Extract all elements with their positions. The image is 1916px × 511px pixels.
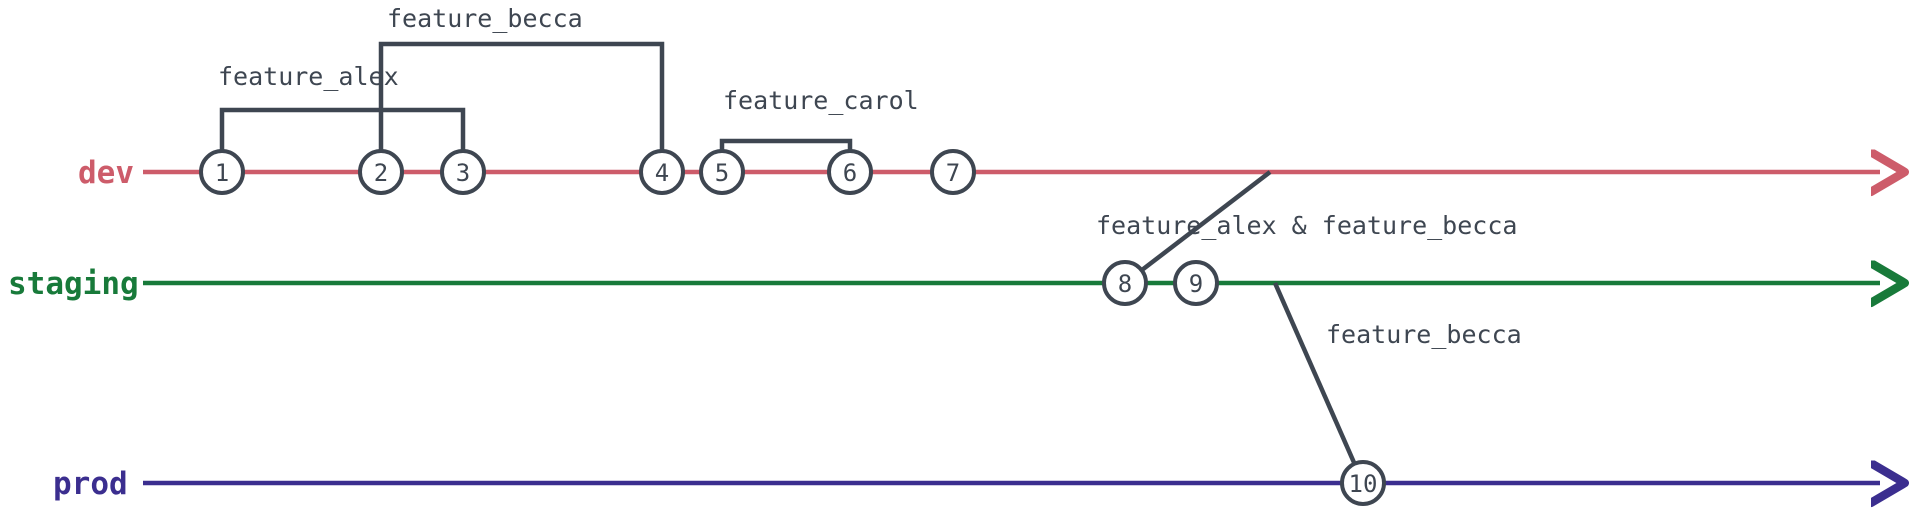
commit-node-6[interactable]: 6 xyxy=(827,149,873,195)
commit-circle xyxy=(1340,460,1386,506)
commit-circle xyxy=(358,149,404,195)
branch-label-staging: staging xyxy=(8,266,139,302)
commit-circle xyxy=(1173,260,1219,306)
commit-label: 3 xyxy=(456,159,470,187)
feature-labels-group: feature_alex feature_becca feature_carol xyxy=(218,4,919,115)
commit-node-5[interactable]: 5 xyxy=(699,149,745,195)
merge-line-staging-to-prod xyxy=(1272,282,1366,484)
branch-labels-group: dev staging prod xyxy=(8,155,139,502)
commit-node-1[interactable]: 1 xyxy=(199,149,245,195)
commit-node-7[interactable]: 7 xyxy=(930,149,976,195)
commit-node-4[interactable]: 4 xyxy=(639,149,685,195)
commit-node-9[interactable]: 9 xyxy=(1173,260,1219,306)
feature-bracket-alex xyxy=(219,107,466,172)
commit-circle xyxy=(699,149,745,195)
branch-lines-group xyxy=(143,172,1880,483)
commit-label: 5 xyxy=(715,159,729,187)
feature-bracket-becca xyxy=(378,41,665,172)
commit-circle xyxy=(199,149,245,195)
branch-label-dev: dev xyxy=(78,155,134,191)
commit-circle xyxy=(440,149,486,195)
commit-node-10[interactable]: 10 xyxy=(1340,460,1386,506)
commit-node-3[interactable]: 3 xyxy=(440,149,486,195)
branch-label-prod: prod xyxy=(53,466,128,502)
commit-label: 8 xyxy=(1118,270,1132,298)
commit-label: 2 xyxy=(374,159,388,187)
commit-node-2[interactable]: 2 xyxy=(358,149,404,195)
commit-label: 1 xyxy=(215,159,229,187)
commit-label: 10 xyxy=(1349,470,1378,498)
feature-label-carol: feature_carol xyxy=(723,86,919,115)
merge-labels-group: feature_alex & feature_becca feature_bec… xyxy=(1096,211,1522,349)
commit-circle xyxy=(827,149,873,195)
feature-label-becca: feature_becca xyxy=(387,4,583,33)
merge-label-staging-to-prod: feature_becca xyxy=(1326,320,1522,349)
feature-label-alex: feature_alex xyxy=(218,62,399,91)
commit-circle xyxy=(930,149,976,195)
merge-line-dev-to-staging xyxy=(1123,170,1272,285)
merge-label-dev-to-staging: feature_alex & feature_becca xyxy=(1096,211,1517,240)
commit-label: 6 xyxy=(843,159,857,187)
commit-label: 4 xyxy=(655,159,669,187)
merge-lines-group xyxy=(1123,170,1366,484)
commit-nodes-group: 1 2 3 4 5 6 7 xyxy=(199,149,1386,506)
commit-node-8[interactable]: 8 xyxy=(1102,260,1148,306)
commit-circle xyxy=(639,149,685,195)
commit-label: 9 xyxy=(1189,270,1203,298)
commit-circle xyxy=(1102,260,1148,306)
commit-label: 7 xyxy=(946,159,960,187)
